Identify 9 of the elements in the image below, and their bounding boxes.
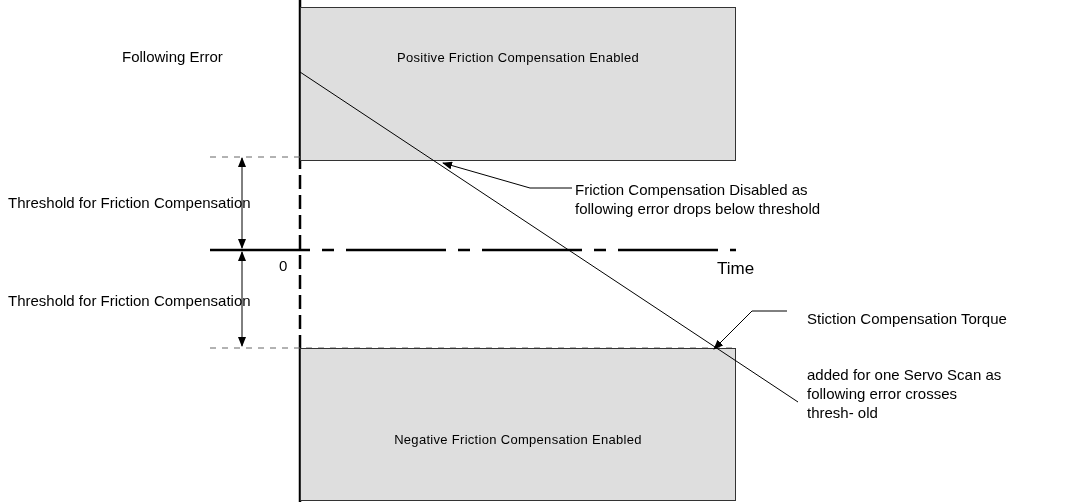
- region-label: Negative Friction Compensation Enabled: [393, 432, 643, 447]
- annotation-text: added for one Servo Scan as following error crosses thresh- old: [807, 365, 1003, 422]
- region-label: Positive Friction Compensation Enabled: [396, 50, 640, 65]
- negative-region: [300, 348, 736, 501]
- annotation-text: Friction Compensation Disabled as following error drops below threshold: [575, 180, 822, 218]
- positive-region: [300, 7, 736, 161]
- leader-line: [442, 161, 573, 189]
- annotation-text: Stiction Compensation Torque: [807, 309, 1008, 328]
- leader-line: [713, 310, 788, 350]
